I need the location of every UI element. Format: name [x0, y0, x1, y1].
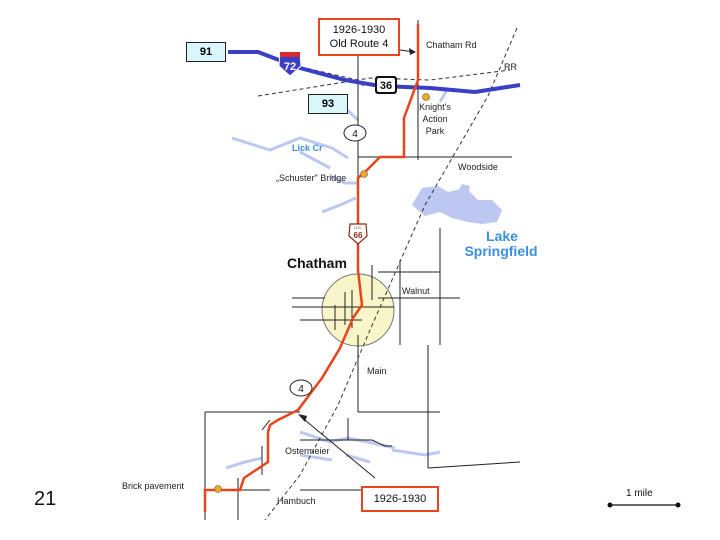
- rr-label: RR: [504, 62, 517, 72]
- top-callout-box: 1926-1930 Old Route 4: [318, 18, 400, 56]
- lick-creek: [231, 136, 358, 214]
- bottom-callout-box: 1926-1930: [361, 486, 439, 512]
- lake-springfield-shape: [412, 184, 502, 224]
- railroad-spur: [257, 69, 511, 97]
- route-93-box: 93: [308, 94, 348, 114]
- arrowhead-bottom: [298, 414, 307, 422]
- scale-bar: [607, 502, 681, 508]
- top-callout-line1: 1926-1930: [332, 24, 386, 36]
- brick-pavement-label: Brick pavement: [122, 481, 185, 491]
- state-route-oval-icon: 4: [289, 379, 313, 397]
- walnut-label: Walnut: [402, 286, 430, 296]
- knights-action-park-marker: [422, 93, 430, 101]
- route-91-label: 91: [199, 46, 213, 58]
- woodside-label: Woodside: [458, 162, 498, 172]
- arrowhead-top: [409, 48, 416, 55]
- creek-south: [225, 430, 441, 470]
- schuster-bridge-label: „Schuster" Bridge: [276, 173, 346, 183]
- local-roads: [204, 20, 521, 520]
- il4-north-number: 4: [352, 129, 358, 140]
- state-route-oval-icon: 4: [343, 124, 367, 142]
- route-91-box: 91: [186, 42, 226, 62]
- us-route-shield-icon: 36: [375, 76, 397, 94]
- brick-pavement-marker: [214, 485, 222, 493]
- chatham-label: Chatham: [287, 255, 347, 271]
- hambuch-label: Hambuch: [277, 496, 316, 506]
- ostermeier-label: Ostermeier: [285, 446, 330, 456]
- route-66-shield-icon: U.S. 66: [348, 223, 368, 245]
- grid-roads-town: [292, 228, 521, 469]
- main-label: Main: [367, 366, 387, 376]
- us36-number: 36: [380, 80, 392, 92]
- top-callout-line2: Old Route 4: [329, 38, 389, 50]
- knights-label-1: Knight's: [419, 102, 451, 112]
- lick-cr-label: Lick Cr: [292, 143, 323, 153]
- water-features: [225, 87, 450, 470]
- lake-label-1: Lake: [486, 228, 518, 244]
- interstate-shield-icon: 72: [278, 51, 302, 77]
- old-route-1926-1930: [203, 24, 420, 512]
- slide-number: 21: [34, 488, 57, 510]
- bottom-callout-text: 1926-1930: [373, 493, 427, 505]
- us66-top: U.S.: [354, 225, 362, 230]
- arrow-bottom-callout: [299, 415, 376, 479]
- route-93-label: 93: [321, 98, 335, 110]
- schuster-bridge-marker: [360, 170, 368, 178]
- interstate-72-line: [228, 50, 521, 95]
- scale-bar-label: 1 mile: [626, 488, 653, 499]
- knights-label-2: Action: [422, 114, 447, 124]
- lake-label-2: Springfield: [464, 243, 537, 259]
- i72-number: 72: [284, 61, 296, 73]
- grid-roads-south: [204, 335, 440, 520]
- railroad-line: [264, 27, 518, 521]
- chatham-rd-label: Chatham Rd: [426, 40, 477, 50]
- knights-label-3: Park: [426, 126, 445, 136]
- il4-south-number: 4: [298, 384, 304, 395]
- us66-number: 66: [354, 231, 363, 240]
